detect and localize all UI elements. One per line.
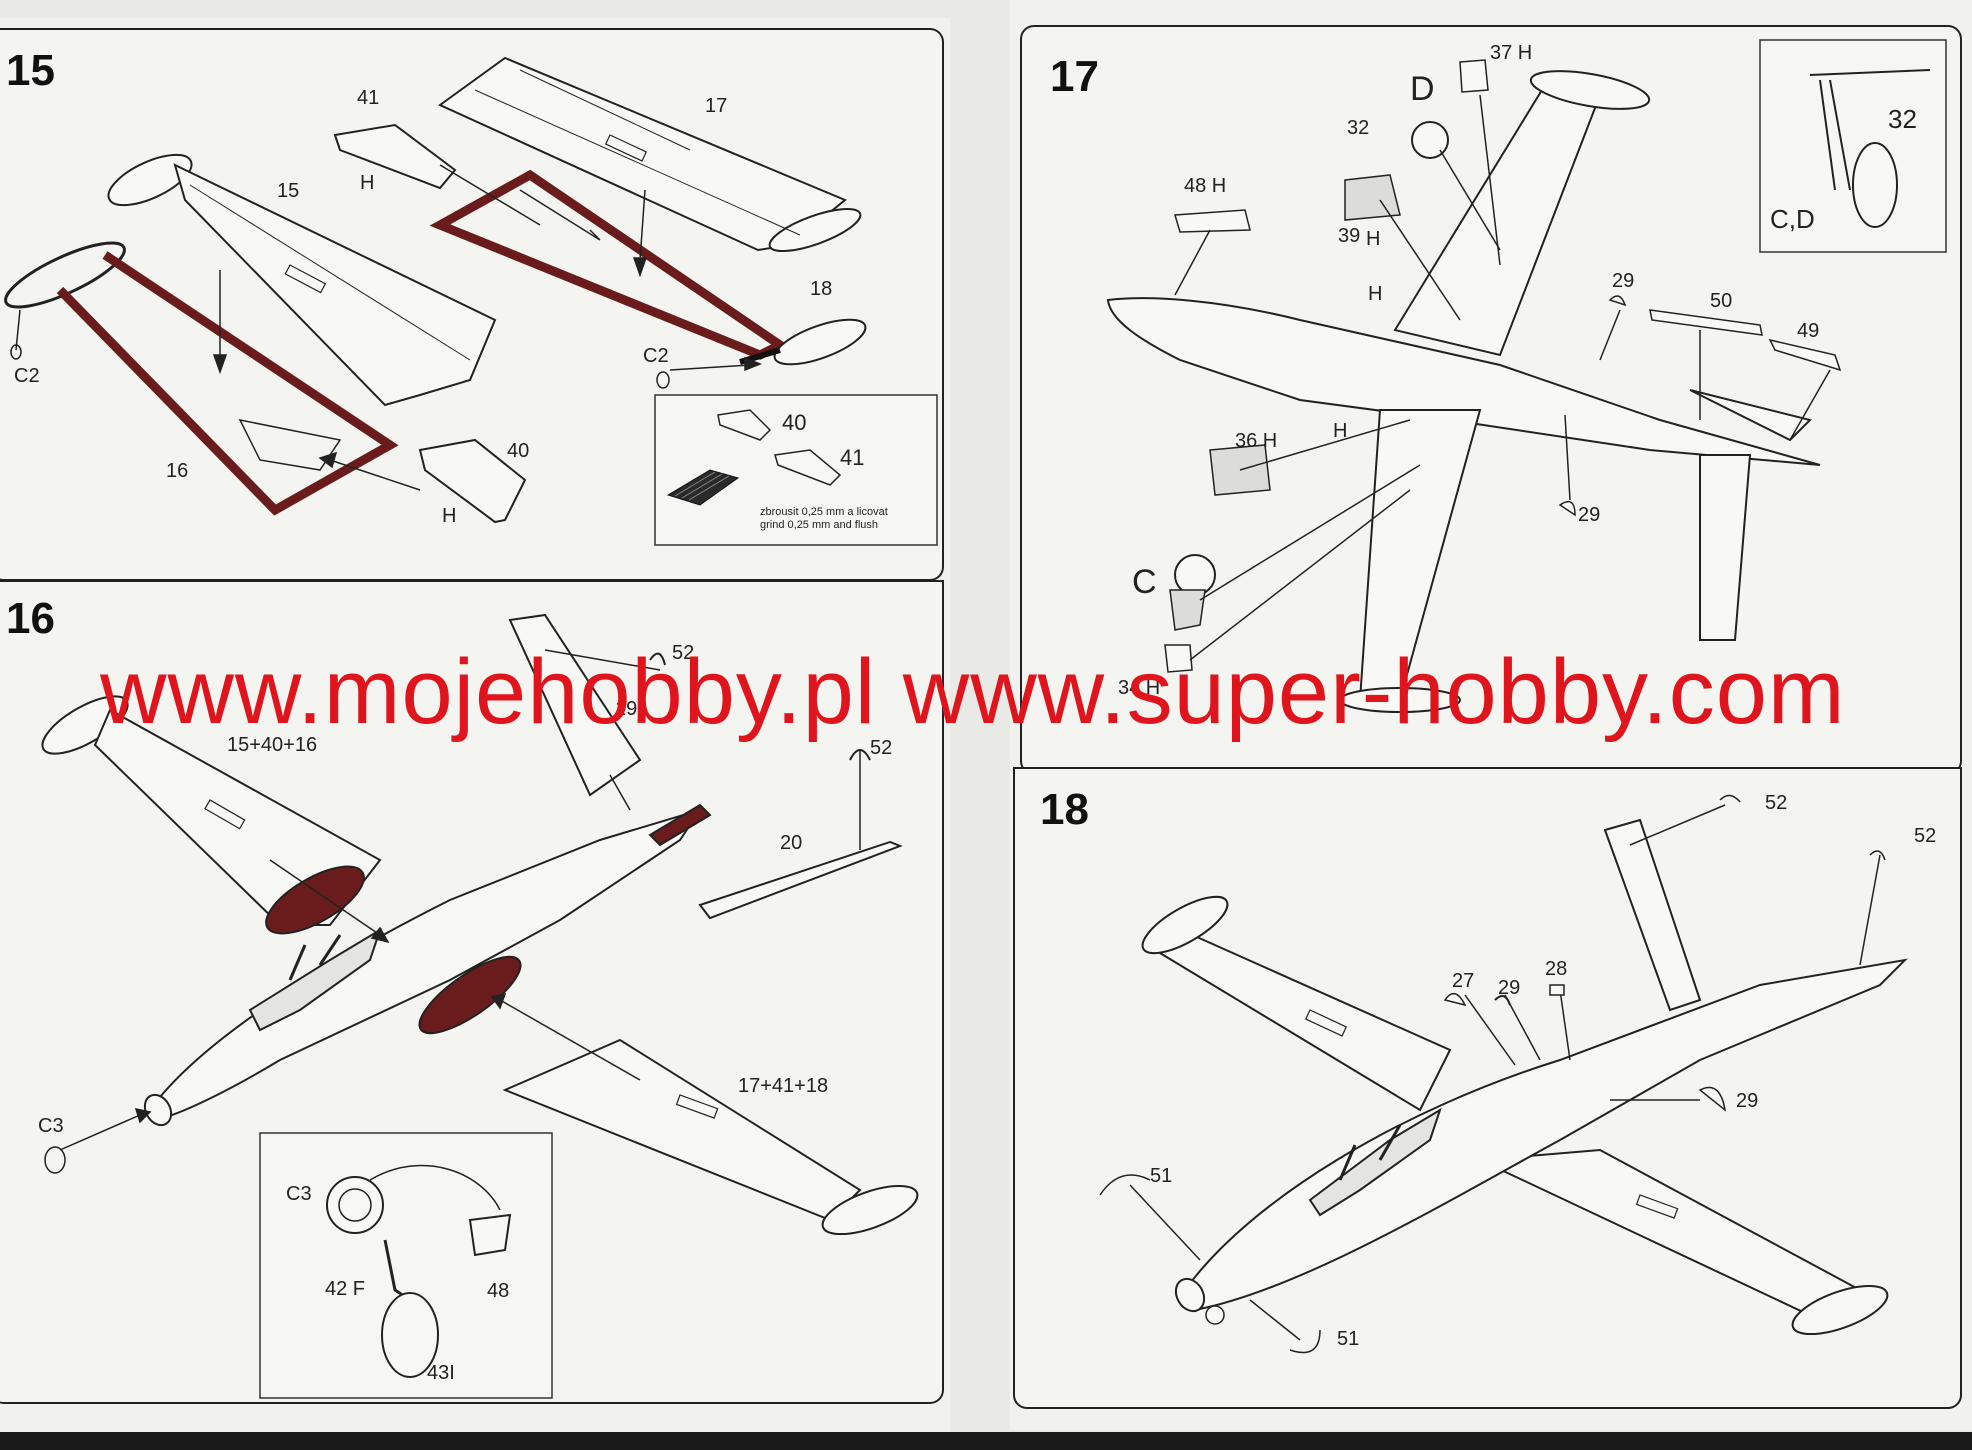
flap-part-40	[418, 438, 527, 524]
label-40: 40	[507, 440, 530, 462]
wing-part-17	[438, 56, 862, 253]
label-41: 41	[357, 87, 380, 109]
label-52: 52	[672, 642, 695, 664]
label-H: H	[1333, 420, 1348, 442]
inset-label-41: 41	[840, 445, 865, 470]
label-27: 27	[1452, 970, 1475, 992]
inset-label-42F: 42 F	[325, 1278, 366, 1300]
label-C: C	[1132, 563, 1157, 601]
inset-label-CD: C,D	[1770, 204, 1815, 234]
sealant-outline-17	[429, 169, 789, 360]
label-17-41-18: 17+41+18	[738, 1075, 829, 1097]
wheel-D	[1411, 121, 1449, 159]
part-37	[1459, 59, 1489, 93]
bottom-edge	[0, 1432, 1972, 1450]
sealant-outline-16	[4, 241, 126, 309]
fuselage	[143, 803, 712, 1127]
part-48	[1174, 209, 1251, 233]
watermark: www.mojehobby.pl www.super-hobby.com	[100, 641, 1846, 743]
aircraft-assembled	[1141, 818, 1908, 1336]
label-49: 49	[1797, 320, 1820, 342]
wing-assembly-15-40-16	[41, 695, 382, 935]
label-C2-left: C2	[14, 365, 40, 387]
inset-label-C3: C3	[286, 1183, 312, 1205]
inset-label-32: 32	[1888, 104, 1917, 134]
wing-assembly-17-41-18	[502, 1038, 919, 1236]
step-15-number: 15	[6, 46, 55, 95]
label-H: H	[360, 172, 375, 194]
label-36H: 36 H	[1235, 430, 1278, 452]
part-50	[1649, 309, 1763, 336]
label-29: 29	[1736, 1090, 1759, 1112]
label-16: 16	[166, 460, 189, 482]
label-28: 28	[1545, 958, 1568, 980]
label-29: 29	[1498, 977, 1521, 999]
fuselage-top	[1106, 70, 1821, 713]
label-52: 52	[870, 737, 893, 759]
label-50: 50	[1710, 290, 1733, 312]
inset-note-cz: zbrousit 0,25 mm a licovat	[760, 506, 888, 518]
label-37H: 37 H	[1490, 42, 1533, 64]
label-17: 17	[705, 95, 728, 117]
label-48H: 48 H	[1184, 175, 1227, 197]
label-29: 29	[1612, 270, 1635, 292]
label-20: 20	[780, 832, 803, 854]
label-52: 52	[1914, 825, 1937, 847]
tailplane-part-20	[698, 840, 903, 920]
part-49	[1768, 338, 1842, 372]
label-34H: 34 H	[1118, 677, 1161, 699]
fin-part-19	[508, 613, 642, 797]
label-H: H	[1368, 283, 1383, 305]
label-C2-right: C2	[643, 345, 669, 367]
inset-label-48: 48	[487, 1280, 510, 1302]
step-16-number: 16	[6, 594, 55, 643]
label-51: 51	[1150, 1165, 1173, 1187]
label-C3: C3	[38, 1115, 64, 1137]
label-32: 32	[1347, 117, 1370, 139]
label-29: 29	[1578, 504, 1601, 526]
label-51: 51	[1337, 1328, 1360, 1350]
label-39-H: H	[1366, 228, 1381, 250]
flap-part-41	[333, 123, 457, 190]
label-18: 18	[810, 278, 833, 300]
wing-part-15	[107, 153, 497, 407]
label-19: 19	[615, 698, 638, 720]
inset-label-43: 43I	[427, 1362, 455, 1384]
label-15: 15	[277, 180, 300, 202]
label-H: H	[442, 505, 457, 527]
label-15-40-16: 15+40+16	[227, 734, 318, 756]
label-D: D	[1410, 70, 1435, 108]
step-18-number: 18	[1040, 785, 1089, 834]
label-52: 52	[1765, 792, 1788, 814]
step-17-number: 17	[1050, 52, 1099, 101]
part-34	[1164, 644, 1193, 673]
label-39: 39	[1338, 225, 1361, 247]
inset-note-en: grind 0,25 mm and flush	[760, 519, 879, 531]
inset-label-40: 40	[782, 410, 807, 435]
